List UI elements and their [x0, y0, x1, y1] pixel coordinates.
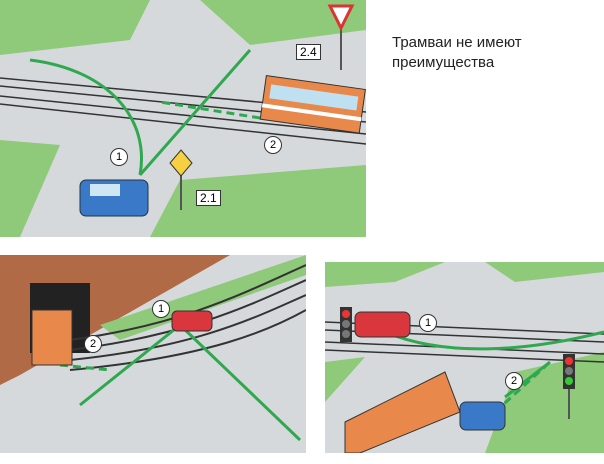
caption-line-2: преимущества	[392, 54, 495, 71]
blue-car	[79, 179, 149, 217]
tram	[259, 75, 366, 134]
car-number-label: 1	[152, 300, 170, 318]
tram-number-label: 2	[264, 136, 282, 154]
intersection-illustration	[0, 0, 366, 237]
red-car	[354, 311, 411, 338]
red-car	[171, 310, 213, 332]
scene-tunnel: 1 2	[0, 255, 306, 453]
blue-car	[459, 401, 506, 431]
sign-2-4-label: 2.4	[296, 44, 321, 60]
car-straight-arrow	[138, 49, 252, 176]
scene-traffic-lights: 1 2	[325, 262, 604, 453]
tram	[31, 309, 73, 366]
traffic-light-right	[563, 354, 575, 419]
caption: Трамваи не имеют преимущества	[392, 33, 582, 73]
car-number-label: 1	[419, 314, 437, 332]
tunnel-illustration	[0, 255, 306, 453]
tram	[344, 371, 461, 453]
traffic-light-illustration	[325, 262, 604, 453]
tram-number-label: 2	[84, 335, 102, 353]
tram-number-label: 2	[505, 372, 523, 390]
car-number-label: 1	[110, 148, 128, 166]
traffic-light-left	[340, 307, 352, 342]
scene-top-intersection: 2.4 2.1 1 2	[0, 0, 366, 237]
sign-2-1-label: 2.1	[196, 190, 221, 206]
caption-line-1: Трамваи не имеют	[392, 34, 522, 51]
car-left-turn-arrow	[29, 58, 143, 176]
tram-dashed-arrow	[159, 100, 261, 120]
